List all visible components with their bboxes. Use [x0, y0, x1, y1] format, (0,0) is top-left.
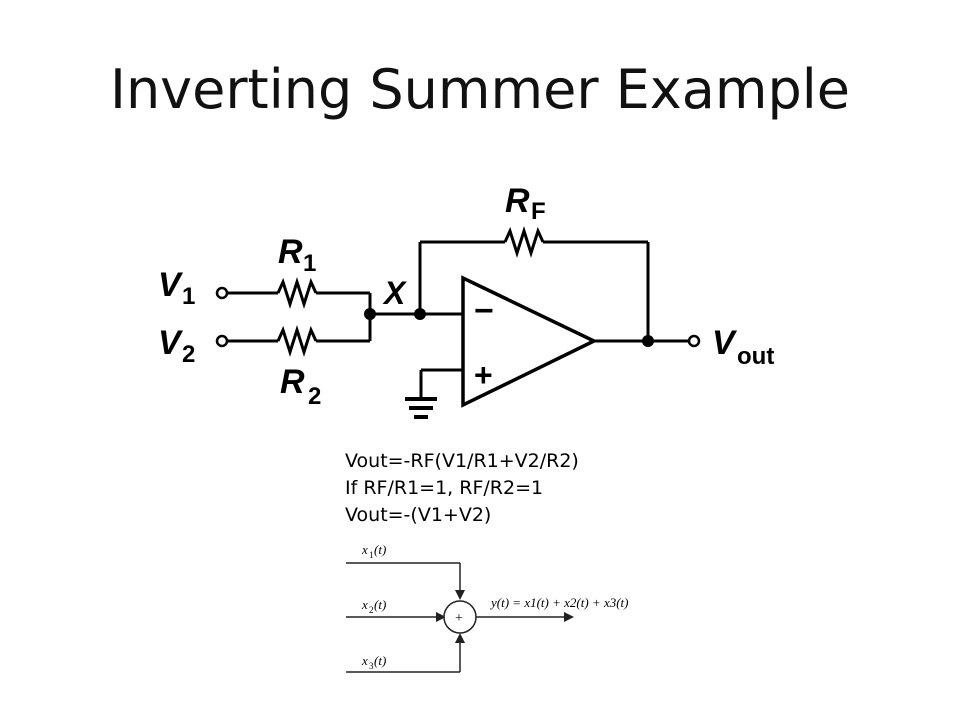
equation-line-1: Vout=-RF(V1/R1+V2/R2) — [345, 450, 579, 472]
adder-plus-sign: + — [455, 611, 463, 626]
rf-resistor — [503, 226, 545, 258]
adder-output-arrow-head — [564, 612, 574, 622]
r1-label-sub: 1 — [303, 250, 316, 277]
opamp-plus-sign: + — [474, 357, 493, 393]
equations-block: Vout=-RF(V1/R1+V2/R2) If RF/R1=1, RF/R2=… — [345, 448, 579, 529]
rf-label-sub: F — [531, 198, 546, 225]
vout-terminal — [687, 334, 701, 348]
x1-label-sub: 1 — [369, 550, 374, 560]
x2-label-arg: (t) — [374, 597, 386, 612]
x2-label-sub: 2 — [369, 605, 374, 615]
r1-label-var: R — [278, 233, 303, 271]
x1-arrow-head — [455, 590, 465, 600]
slide-title: Inverting Summer Example — [110, 58, 850, 121]
equation-line-2: If RF/R1=1, RF/R2=1 — [345, 477, 544, 499]
x3-label-arg: (t) — [374, 653, 386, 668]
rf-label-var: R — [505, 182, 530, 220]
x1-label-arg: (t) — [374, 542, 386, 557]
adder-output-expression: y(t) = x1(t) + x2(t) + x3(t) — [489, 595, 628, 610]
vout-label-sub: out — [737, 343, 774, 370]
opamp-triangle — [461, 275, 599, 408]
r2-resistor — [276, 325, 318, 357]
output-junction-dot — [642, 335, 654, 347]
node-x-label: X — [382, 275, 407, 311]
r2-label-var: R — [280, 363, 305, 401]
x3-label-var: x — [361, 653, 368, 668]
v2-label-var: V — [158, 324, 184, 362]
adder-block-diagram: x 1 (t) x 2 (t) x 3 (t) + y(t) = x1(t) +… — [346, 542, 628, 673]
x1-label-var: x — [361, 542, 368, 557]
x2-label-var: x — [361, 597, 368, 612]
v2-label-sub: 2 — [182, 341, 195, 368]
vout-label-var: V — [712, 324, 738, 362]
r1-resistor — [276, 277, 318, 309]
x3-arrow-head — [455, 633, 465, 643]
v1-terminal — [215, 286, 229, 300]
x3-label-sub: 3 — [369, 661, 374, 671]
r2-label-sub: 2 — [308, 383, 321, 410]
v1-label-var: V — [158, 266, 184, 304]
v1-label-sub: 1 — [182, 283, 195, 310]
equation-line-3: Vout=-(V1+V2) — [345, 504, 492, 526]
v2-terminal — [215, 334, 229, 348]
x2-arrow-head — [436, 612, 446, 622]
opamp-minus-sign: − — [474, 292, 494, 330]
